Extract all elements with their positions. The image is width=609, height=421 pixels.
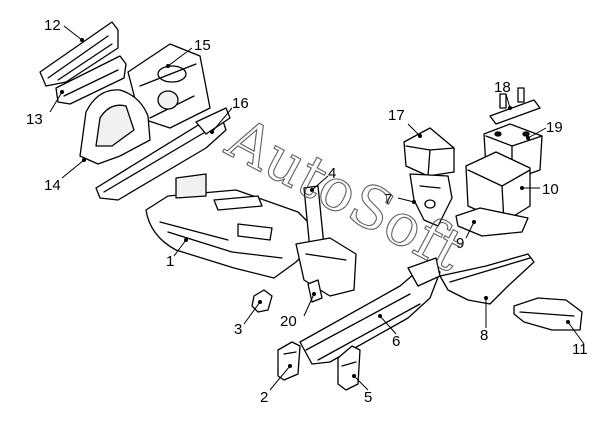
callout-12: 12 — [44, 17, 61, 34]
part-rear-rail-upper — [39, 21, 119, 87]
callout-17: 17 — [388, 107, 405, 124]
callout-4: 4 — [328, 165, 336, 182]
callout-14: 14 — [44, 177, 61, 194]
callout-2: 2 — [260, 389, 268, 406]
part-front-side-member — [299, 257, 441, 365]
part-rear-side-member-lower — [513, 297, 583, 331]
callout-10: 10 — [542, 181, 559, 198]
part-wheel-house-inner — [79, 89, 151, 165]
part-battery-tray-bracket — [409, 173, 453, 227]
part-spare-wheel-well — [127, 43, 211, 129]
callout-18: 18 — [494, 79, 511, 96]
part-cross-member-center — [295, 185, 357, 297]
part-battery-clamp — [489, 87, 541, 125]
part-floor-pan — [145, 173, 323, 279]
callout-13: 13 — [26, 111, 43, 128]
callout-labels: 12 13 14 15 16 1 4 17 7 18 19 10 9 8 11 … — [26, 17, 588, 406]
callout-1: 1 — [166, 253, 174, 270]
part-battery-tray — [465, 151, 531, 223]
callout-20: 20 — [280, 313, 297, 330]
callout-9: 9 — [456, 235, 464, 252]
part-front-bracket-right — [337, 345, 361, 391]
leader-lines — [49, 25, 585, 391]
part-battery-cover — [403, 127, 455, 177]
part-rear-rail-reinforcement — [55, 55, 127, 105]
callout-7: 7 — [384, 191, 392, 208]
callout-15: 15 — [194, 37, 211, 54]
callout-5: 5 — [364, 389, 372, 406]
part-gusset — [307, 279, 323, 303]
callout-16: 16 — [232, 95, 249, 112]
part-rear-cross-member — [95, 107, 231, 201]
part-rear-side-member-upper — [439, 253, 535, 305]
part-battery-base-plate — [455, 207, 529, 237]
part-front-bracket-left — [277, 341, 301, 381]
callout-8: 8 — [480, 327, 488, 344]
callout-19: 19 — [546, 119, 563, 136]
callout-6: 6 — [392, 333, 400, 350]
callout-11: 11 — [572, 341, 588, 358]
callout-3: 3 — [234, 321, 242, 338]
